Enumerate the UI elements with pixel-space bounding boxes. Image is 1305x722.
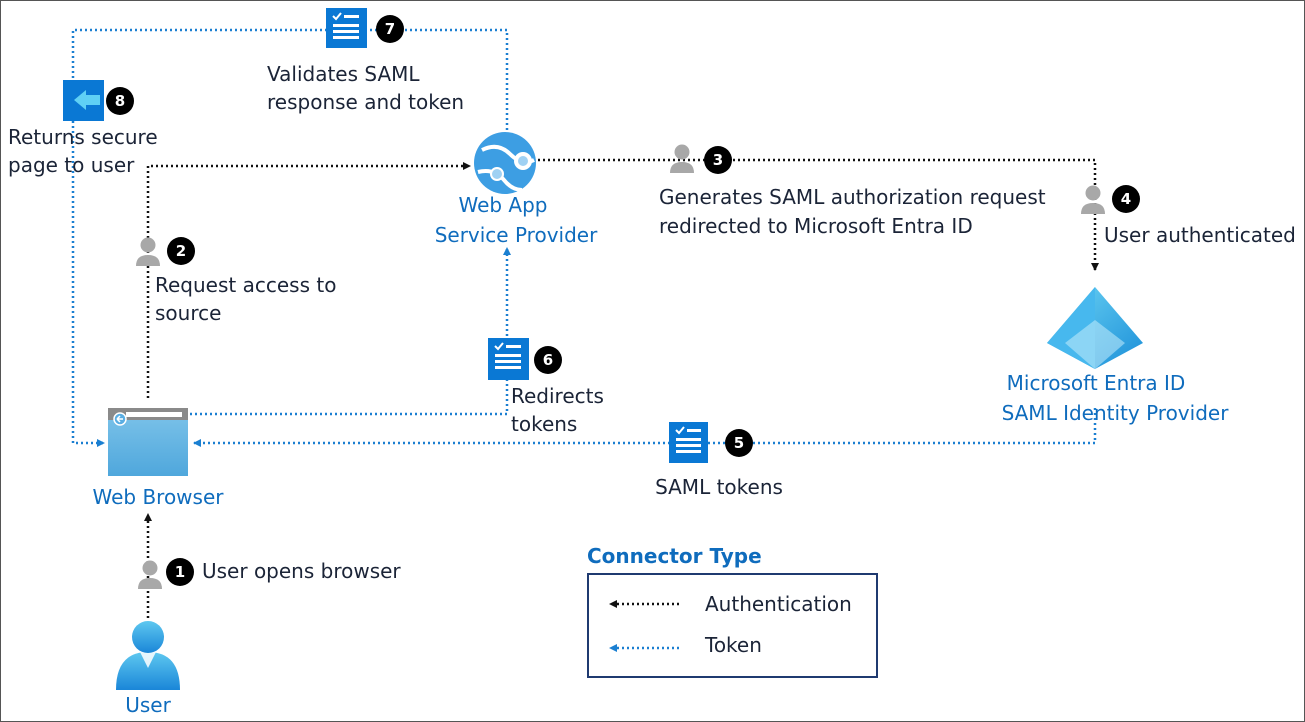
svg-text:8: 8	[115, 92, 125, 110]
legend-title: Connector Type	[587, 544, 762, 568]
step-3-text-line2: redirected to Microsoft Entra ID	[659, 214, 973, 238]
entra-id-icon	[1047, 287, 1143, 369]
person-icon	[670, 144, 694, 173]
step-badge-7: 7	[376, 15, 404, 43]
svg-text:2: 2	[176, 242, 186, 260]
step-3-text-line1: Generates SAML authorization request	[659, 185, 1046, 209]
step-8-text-line2: page to user	[8, 153, 135, 177]
step-6-text-line2: tokens	[511, 412, 577, 436]
step-7-text-line1: Validates SAML	[267, 62, 420, 86]
token-connector-entra-to-browser	[193, 408, 1097, 447]
legend-box	[587, 573, 878, 678]
step-badge-2: 2	[167, 237, 195, 265]
step-badge-6: 6	[534, 346, 562, 374]
step-2-text-line2: source	[155, 301, 221, 325]
person-icon	[1081, 185, 1105, 214]
token-icon	[488, 338, 529, 380]
token-connector-browser-to-webapp	[190, 247, 511, 416]
user-icon	[116, 621, 180, 690]
step-badge-1: 1	[166, 558, 194, 586]
return-arrow-icon	[63, 80, 104, 121]
step-badge-3: 3	[704, 146, 732, 174]
legend-authentication-label: Authentication	[705, 592, 852, 616]
step-badge-5: 5	[725, 429, 753, 457]
svg-text:1: 1	[175, 563, 185, 581]
svg-text:5: 5	[734, 434, 744, 452]
svg-text:3: 3	[713, 151, 723, 169]
step-7-text-line2: response and token	[267, 90, 464, 114]
legend-token-label: Token	[704, 633, 762, 657]
web-app-label: Web App	[458, 193, 547, 217]
step-2-text-line1: Request access to	[155, 273, 336, 297]
step-badge-8: 8	[106, 87, 134, 115]
user-label: User	[125, 693, 171, 717]
saml-identity-provider-label: SAML Identity Provider	[1002, 401, 1230, 425]
auth-connector-browser-to-webapp	[146, 162, 471, 398]
web-app-icon	[474, 132, 536, 194]
svg-text:4: 4	[1121, 190, 1131, 208]
person-icon	[136, 237, 160, 266]
person-icon	[138, 560, 162, 589]
token-connector-webapp-to-browser	[71, 28, 509, 447]
step-1-text: User opens browser	[202, 559, 401, 583]
service-provider-label: Service Provider	[435, 223, 598, 247]
token-icon	[326, 8, 367, 48]
step-6-text-line1: Redirects	[511, 384, 604, 408]
step-badge-4: 4	[1112, 185, 1140, 213]
token-icon	[669, 422, 708, 463]
step-8-text-line1: Returns secure	[8, 125, 158, 149]
web-browser-label: Web Browser	[92, 485, 224, 509]
web-browser-icon	[108, 408, 188, 476]
svg-text:6: 6	[543, 351, 553, 369]
svg-text:7: 7	[385, 20, 395, 38]
step-5-text: SAML tokens	[655, 475, 783, 499]
step-4-text: User authenticated	[1104, 223, 1296, 247]
entra-id-label: Microsoft Entra ID	[1007, 371, 1186, 395]
